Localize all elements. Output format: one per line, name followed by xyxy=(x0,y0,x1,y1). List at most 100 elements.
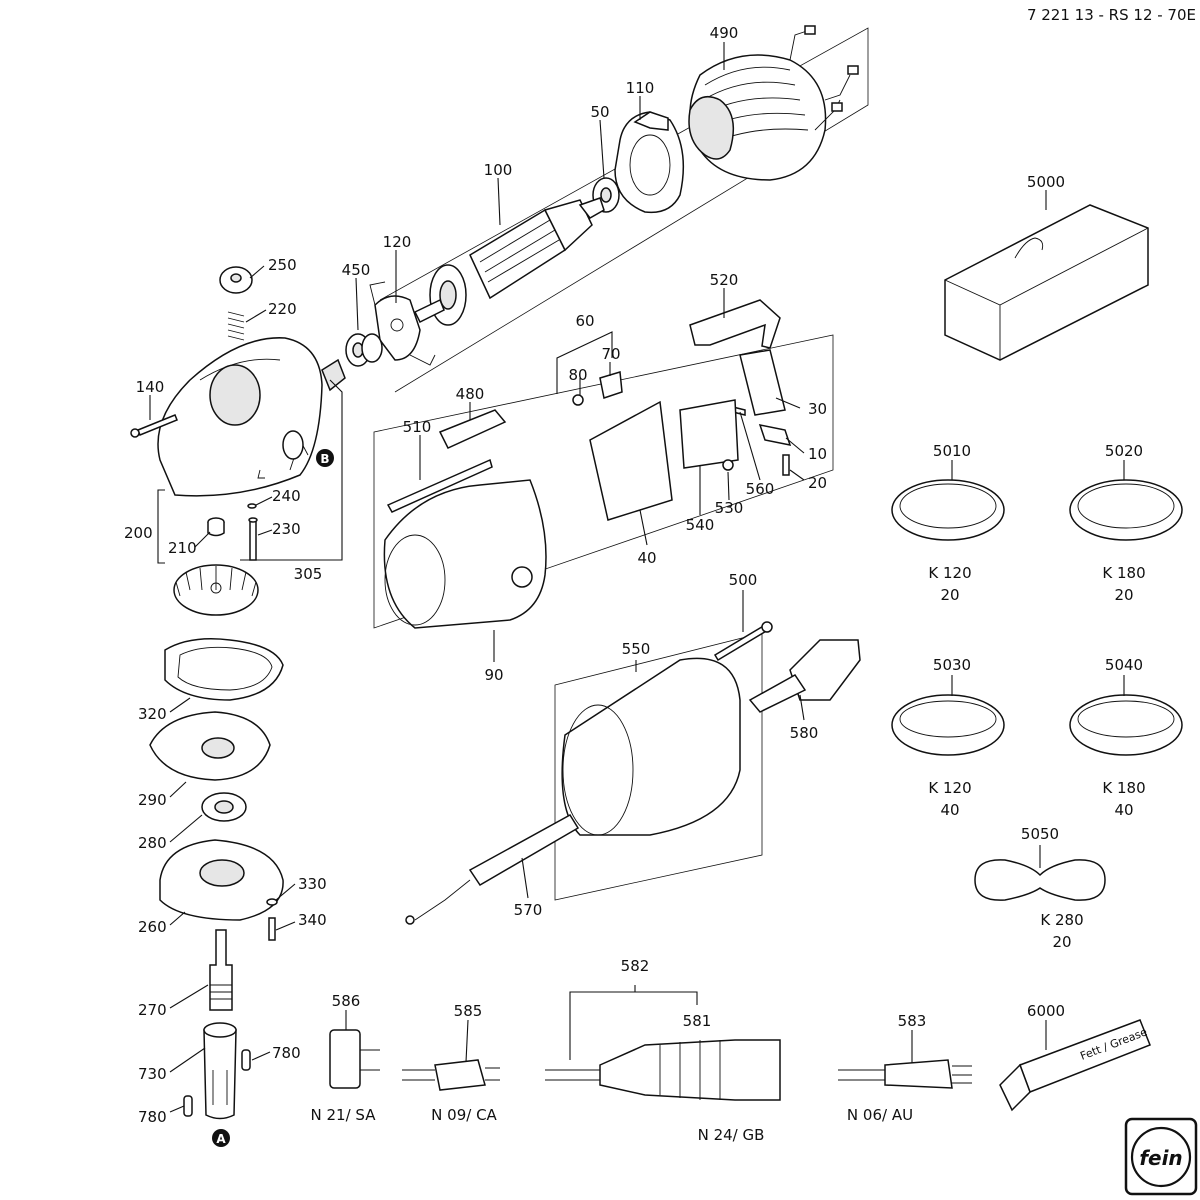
plug-581 xyxy=(545,1039,781,1101)
assembly-bracket-200 xyxy=(157,489,165,564)
label-5010: 5010 xyxy=(933,442,971,460)
gasket-320 xyxy=(164,638,284,701)
label-5050: 5050 xyxy=(1021,825,1059,843)
label-230: 230 xyxy=(272,520,301,538)
label-520: 520 xyxy=(710,271,739,289)
label-250: 250 xyxy=(268,256,297,274)
label-40: 40 xyxy=(637,549,656,567)
fein-logo: fein xyxy=(1124,1117,1198,1196)
belt-5010-grit: K 120 xyxy=(928,564,971,582)
belt-5030-grit: K 120 xyxy=(928,779,971,797)
plug-captions: N 21/ SA N 09/ CA N 24/ GB N 06/ AU xyxy=(311,1106,914,1144)
label-480: 480 xyxy=(456,385,485,403)
label-50: 50 xyxy=(590,103,609,121)
plug-caption-583: N 06/ AU xyxy=(847,1106,913,1124)
label-6000: 6000 xyxy=(1027,1002,1065,1020)
needle-bearing-210 xyxy=(207,517,225,537)
label-540: 540 xyxy=(686,516,715,534)
screw-500 xyxy=(713,621,773,662)
key-780-right xyxy=(241,1049,251,1071)
clip-70 xyxy=(599,371,623,399)
motor-housing-90 xyxy=(383,479,547,629)
brush-holder-30 xyxy=(739,349,786,416)
label-780-left: 780 xyxy=(138,1108,167,1126)
svg-text:B: B xyxy=(320,452,329,466)
document-code: 7 221 13 - RS 12 - 70E xyxy=(1027,6,1196,24)
label-120: 120 xyxy=(383,233,412,251)
belt-5020-grit: K 180 xyxy=(1102,564,1145,582)
leader-lines xyxy=(149,42,1125,1113)
label-450: 450 xyxy=(342,261,371,279)
belt-captions: K 120 20 K 180 20 K 120 40 K 180 40 K 28… xyxy=(928,564,1145,951)
screw-20 xyxy=(782,454,790,476)
label-580: 580 xyxy=(790,724,819,742)
washer-240 xyxy=(247,503,257,509)
sanding-belt-5020 xyxy=(1069,479,1183,541)
label-780-right: 780 xyxy=(272,1044,301,1062)
belt-5050-grit: K 280 xyxy=(1040,911,1083,929)
screw-80 xyxy=(572,394,584,406)
label-586: 586 xyxy=(332,992,361,1010)
label-140: 140 xyxy=(136,378,165,396)
bearing-flange-110 xyxy=(614,111,685,214)
brand-logo-text: fein xyxy=(1139,1146,1182,1170)
sanding-belt-5050 xyxy=(974,859,1106,901)
switch-slider-520 xyxy=(689,299,781,349)
spring-220 xyxy=(227,311,245,341)
flange-260 xyxy=(159,839,284,921)
sanding-belt-5040 xyxy=(1069,694,1183,756)
label-582: 582 xyxy=(621,957,650,975)
belt-5050-width: 20 xyxy=(1052,933,1071,951)
bracket-582 xyxy=(569,985,698,1060)
label-290: 290 xyxy=(138,791,167,809)
grease-tube-6000: Fett / Grease xyxy=(999,1019,1151,1112)
label-320: 320 xyxy=(138,705,167,723)
label-510: 510 xyxy=(403,418,432,436)
plug-583 xyxy=(838,1059,972,1089)
label-110: 110 xyxy=(626,79,655,97)
housing-sleeve-550 xyxy=(561,657,741,836)
bevel-gear xyxy=(173,564,259,616)
switch-button-480 xyxy=(438,409,507,449)
belt-5040-width: 40 xyxy=(1114,801,1133,819)
gear-head-housing-200 xyxy=(157,337,323,497)
plug-caption-586: N 21/ SA xyxy=(311,1106,377,1124)
switch-60 xyxy=(556,331,613,394)
label-270: 270 xyxy=(138,1001,167,1019)
drive-pinion xyxy=(321,358,346,392)
label-340: 340 xyxy=(298,911,327,929)
marker-a: A xyxy=(212,1129,230,1147)
label-10: 10 xyxy=(808,445,827,463)
label-305: 305 xyxy=(294,565,323,583)
part-labels: 490 110 50 100 5000 120 450 250 220 140 … xyxy=(124,24,1143,1126)
spindle-270 xyxy=(209,929,233,1011)
belt-5010-width: 20 xyxy=(940,586,959,604)
label-280: 280 xyxy=(138,834,167,852)
label-5030: 5030 xyxy=(933,656,971,674)
plug-585 xyxy=(402,1059,500,1091)
label-581: 581 xyxy=(683,1012,712,1030)
cable-tube-570 xyxy=(405,813,580,925)
label-20: 20 xyxy=(808,474,827,492)
sanding-belt-5010 xyxy=(891,479,1005,541)
label-330: 330 xyxy=(298,875,327,893)
switch-housing-40 xyxy=(589,400,673,521)
label-550: 550 xyxy=(622,640,651,658)
ball-bearing-450 xyxy=(345,333,383,367)
armature-100 xyxy=(413,197,605,326)
label-80: 80 xyxy=(568,366,587,384)
pin-230 xyxy=(248,517,258,561)
screw-140 xyxy=(130,414,178,438)
key-780-left xyxy=(183,1095,193,1117)
sanding-belt-5030 xyxy=(891,694,1005,756)
belt-5040-grit: K 180 xyxy=(1102,779,1145,797)
belt-5030-width: 40 xyxy=(940,801,959,819)
label-500: 500 xyxy=(729,571,758,589)
air-baffle-120 xyxy=(369,281,436,366)
label-260: 260 xyxy=(138,918,167,936)
label-530: 530 xyxy=(715,499,744,517)
label-100: 100 xyxy=(484,161,513,179)
label-200: 200 xyxy=(124,524,153,542)
carbon-brush-10 xyxy=(758,424,792,446)
